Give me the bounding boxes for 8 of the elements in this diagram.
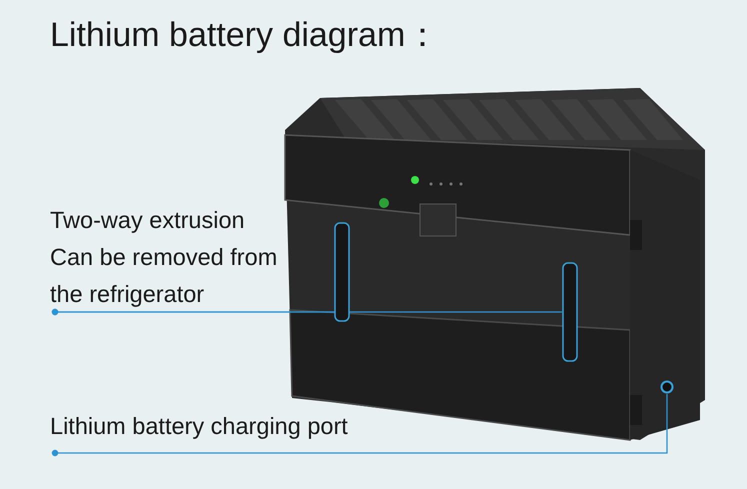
callout-text: Two-way extrusion Can be removed from the refrigerator: [50, 202, 284, 312]
handle-slot: [334, 222, 350, 322]
handle-slot: [562, 262, 578, 362]
leader-line: [52, 394, 668, 456]
charging-port: [660, 380, 674, 394]
leader-line: [52, 308, 562, 316]
diagram-title: Lithium battery diagram：: [50, 15, 440, 56]
callout-text: Lithium battery charging port: [50, 408, 390, 453]
